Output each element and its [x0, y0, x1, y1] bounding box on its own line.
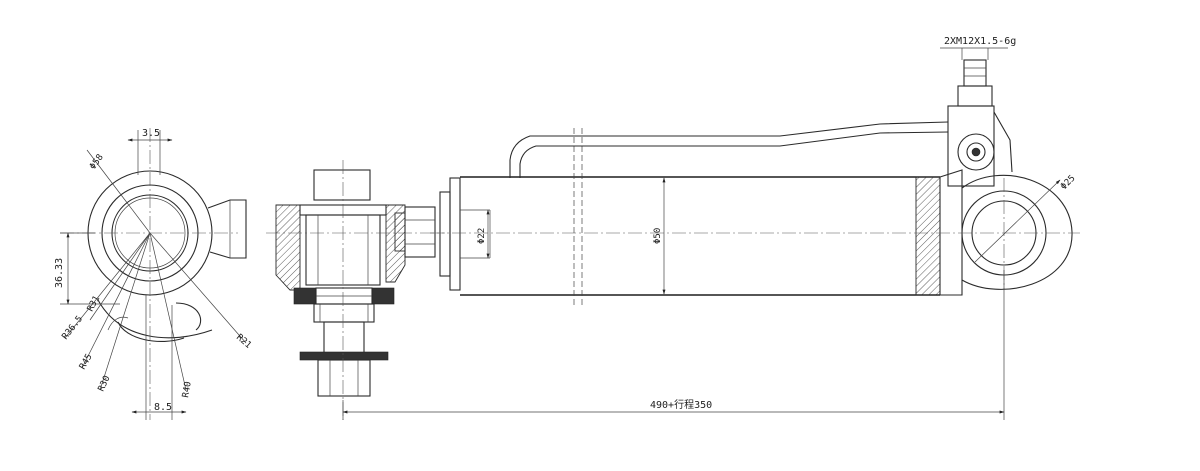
stroke-length-label: 490+行程350: [650, 398, 712, 411]
port-thread-label: 2XM12X1.5-6g: [944, 36, 1016, 47]
radius-21-label: R21: [234, 333, 253, 351]
radius-40-label: R40: [181, 381, 194, 399]
side-bottom-width-label: 8.5: [154, 402, 172, 413]
radius-36-5-label: R36.5: [60, 314, 85, 342]
radius-30-label: R30: [97, 374, 113, 393]
section-view: [266, 160, 445, 420]
side-top-width-label: 3.5: [142, 128, 160, 139]
bore-diameter-label: Φ50: [653, 228, 663, 244]
side-view: 3.5 Φ58 36.33 R31 R36.5 R45 R30 R40 R21 …: [54, 128, 253, 420]
eye-diameter-label: Φ25: [1059, 174, 1078, 193]
radius-45-label: R45: [78, 352, 95, 371]
cylinder-view: Φ22 Φ50 Φ25 2XM12X1.5-6g 490+行程350: [342, 36, 1080, 420]
rod-diameter-label: Φ22: [477, 228, 487, 244]
side-height-label: 36.33: [54, 258, 65, 288]
